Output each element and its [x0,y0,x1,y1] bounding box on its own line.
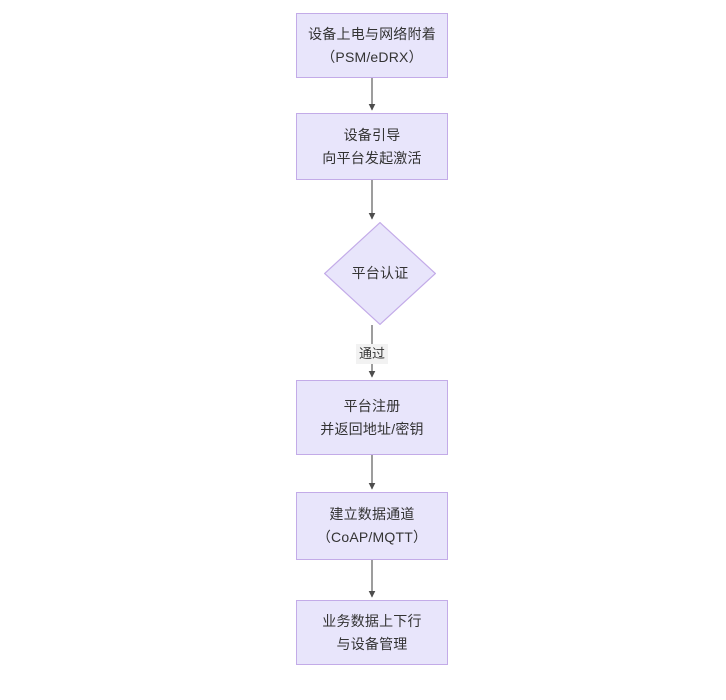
edge-label-pass: 通过 [355,344,389,364]
node-establish-data-channel[interactable]: 建立数据通道 （CoAP/MQTT） [296,492,448,560]
diamond-shape [324,222,436,325]
node-platform-authentication[interactable]: 平台认证 [324,222,436,325]
node-label: 平台认证 [351,265,409,281]
node-device-bootstrap[interactable]: 设备引导 向平台发起激活 [296,113,448,180]
node-business-data-and-device-management[interactable]: 业务数据上下行 与设备管理 [296,600,448,665]
node-label: 业务数据上下行 与设备管理 [322,612,422,652]
node-device-power-on[interactable]: 设备上电与网络附着 （PSM/eDRX） [296,13,448,78]
node-label: 建立数据通道 （CoAP/MQTT） [316,506,428,545]
node-label: 设备引导 向平台发起激活 [322,126,422,166]
node-label: 设备上电与网络附着 （PSM/eDRX） [308,25,436,65]
node-label: 平台注册 并返回地址/密钥 [320,397,424,437]
node-platform-register[interactable]: 平台注册 并返回地址/密钥 [296,380,448,455]
